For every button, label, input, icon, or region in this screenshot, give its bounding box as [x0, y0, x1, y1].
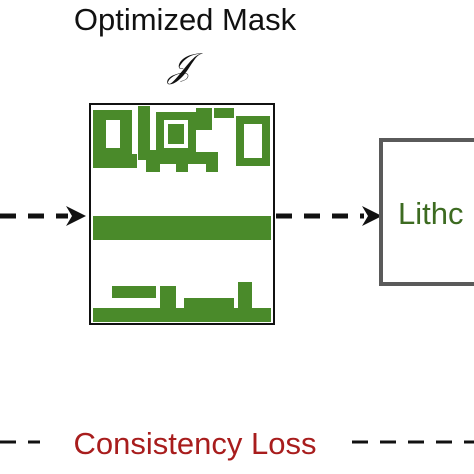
consistency-loss-label: Consistency Loss: [73, 426, 317, 461]
output-arrow: [276, 206, 382, 226]
lithography-box: [379, 138, 474, 286]
mask-pattern: [93, 106, 271, 322]
mask-panel: [89, 103, 275, 325]
mask-symbol: 𝒥: [168, 46, 192, 86]
input-arrow: [0, 206, 86, 226]
mask-title: Optimized Mask: [73, 2, 297, 37]
lithography-label: Lithc: [398, 196, 464, 231]
